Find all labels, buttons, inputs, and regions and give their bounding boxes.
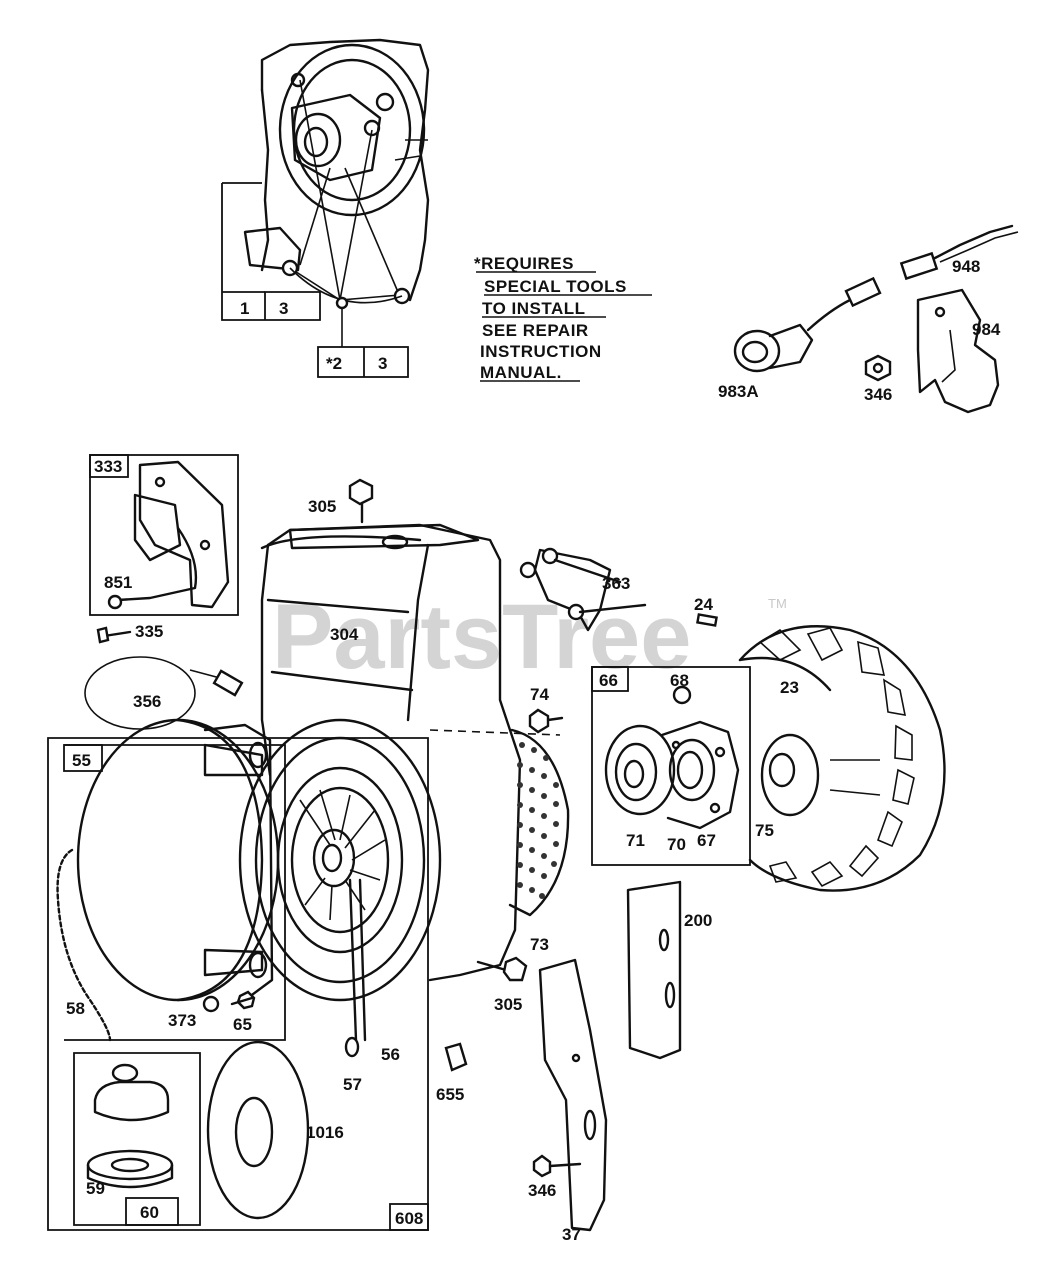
screw-346-bottom — [532, 1154, 582, 1178]
note-line-1: *REQUIRES — [474, 254, 574, 273]
callout-56: 56 — [381, 1045, 400, 1064]
stop-switch-wire-948 — [899, 224, 1019, 281]
callout-335: 335 — [135, 622, 163, 641]
callout-74: 74 — [530, 685, 549, 704]
rotating-screen-73 — [508, 728, 570, 917]
cylinder-shield-37 — [538, 958, 608, 1232]
bracket-363 — [519, 547, 647, 632]
flywheel-23 — [738, 625, 946, 892]
callout-71: 71 — [626, 831, 645, 850]
screw-74 — [528, 708, 564, 734]
screw-305-top — [348, 478, 374, 524]
callout-frame-60 — [73, 1052, 201, 1226]
callout-200: 200 — [684, 911, 712, 930]
armature-magneto-333 — [107, 460, 230, 610]
callout-66: 66 — [599, 671, 618, 690]
callout-305-bottom: 305 — [494, 995, 522, 1014]
screw-335 — [96, 626, 132, 644]
callout-3: 3 — [279, 299, 288, 318]
callout-356: 356 — [133, 692, 161, 711]
screw-65 — [230, 990, 256, 1010]
starter-clutch-assembly — [604, 685, 740, 830]
note-line-5: INSTRUCTION — [480, 342, 602, 361]
callout-346-bottom: 346 — [528, 1181, 556, 1200]
callout-57: 57 — [343, 1075, 362, 1094]
callout-608: 608 — [395, 1209, 423, 1228]
callout-65: 65 — [233, 1015, 252, 1034]
callout-373: 373 — [168, 1011, 196, 1030]
air-guide-200 — [626, 880, 682, 1060]
screw-305-bottom — [476, 956, 528, 982]
clip-655 — [444, 1042, 468, 1072]
callout-37: 37 — [562, 1225, 581, 1244]
ground-switch-983a — [733, 276, 882, 373]
callout-frame-66 — [591, 666, 751, 866]
starter-handle-59 — [86, 1063, 174, 1189]
note-line-3: TO INSTALL — [482, 299, 586, 318]
callout-363: 363 — [602, 574, 630, 593]
callout-55: 55 — [72, 751, 91, 770]
callout-58: 58 — [66, 999, 85, 1018]
special-tools-note: *REQUIRES SPECIAL TOOLS TO INSTALL SEE R… — [474, 254, 652, 382]
callout-305-top: 305 — [308, 497, 336, 516]
callout-333: 333 — [94, 457, 122, 476]
blower-housing-304 — [260, 523, 561, 982]
callout-23: 23 — [780, 678, 799, 697]
key-24 — [696, 613, 718, 627]
callout-frame-1-3 — [221, 182, 321, 321]
callout-frame-55 — [64, 744, 286, 1041]
callout-346-top: 346 — [864, 385, 892, 404]
callout-655: 655 — [436, 1085, 464, 1104]
callout-75: 75 — [755, 821, 774, 840]
starter-housing-55 — [76, 718, 280, 1002]
callout-948: 948 — [952, 257, 980, 276]
callout-1: 1 — [240, 299, 249, 318]
callout-70: 70 — [667, 835, 686, 854]
callout-frame-608 — [47, 737, 429, 1231]
watermark-trademark: TM — [768, 596, 787, 611]
callout-983a: 983A — [718, 382, 759, 401]
starter-pulley-spring — [238, 718, 442, 1042]
engine-crankcase-drawing — [243, 38, 430, 310]
callout-73: 73 — [530, 935, 549, 954]
callout-2: *2 — [326, 354, 342, 373]
washer-1016 — [206, 1040, 310, 1220]
callout-frame-2-3 — [317, 346, 409, 378]
note-line-4: SEE REPAIR — [482, 321, 589, 340]
wire-356 — [84, 656, 244, 730]
rope-58 — [56, 848, 112, 1042]
callout-67: 67 — [697, 831, 716, 850]
callout-851: 851 — [104, 573, 132, 592]
callout-3b: 3 — [378, 354, 387, 373]
watermark-logo: PartsTree — [272, 586, 691, 688]
callout-984: 984 — [972, 320, 1001, 339]
nut-346-top — [864, 354, 892, 382]
callout-frame-333 — [89, 454, 239, 616]
callout-304: 304 — [330, 625, 359, 644]
callout-68: 68 — [670, 671, 689, 690]
bracket-984 — [916, 288, 1000, 414]
rope-handle-57 — [344, 1036, 360, 1058]
callout-24: 24 — [694, 595, 713, 614]
callout-60: 60 — [140, 1203, 159, 1222]
note-line-6: MANUAL. — [480, 363, 562, 382]
callout-1016: 1016 — [306, 1123, 344, 1142]
nut-373 — [202, 995, 220, 1013]
callout-59: 59 — [86, 1179, 105, 1198]
note-line-2: SPECIAL TOOLS — [484, 277, 627, 296]
